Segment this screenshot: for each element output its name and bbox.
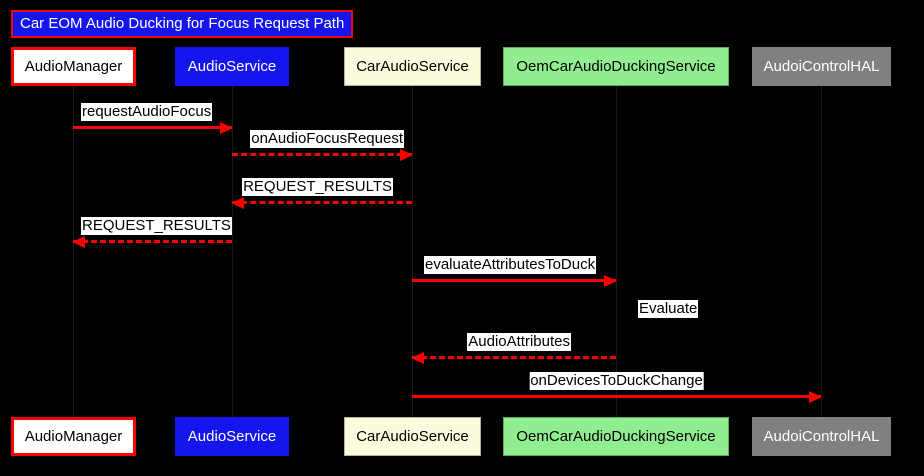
participant-car-audio-service-bottom[interactable]: CarAudioService xyxy=(344,417,481,456)
participant-audio-service-top[interactable]: AudioService xyxy=(175,47,289,86)
participant-label: AudoiControlHAL xyxy=(763,428,880,445)
participant-oem-car-audio-ducking-service-bottom[interactable]: OemCarAudioDuckingService xyxy=(503,417,729,456)
participant-label: OemCarAudioDuckingService xyxy=(516,428,716,445)
participant-oem-car-audio-ducking-service-top[interactable]: OemCarAudioDuckingService xyxy=(503,47,729,86)
message-label: onAudioFocusRequest xyxy=(250,130,404,148)
message-label: REQUEST_RESULTS xyxy=(81,217,232,235)
participant-audoi-control-hal-top[interactable]: AudoiControlHAL xyxy=(752,47,891,86)
message-label: requestAudioFocus xyxy=(81,103,213,121)
participant-label: AudioManager xyxy=(24,428,123,445)
participant-label: AudoiControlHAL xyxy=(763,58,880,75)
participant-label: AudioService xyxy=(187,428,277,445)
lifeline-audio-manager xyxy=(73,86,74,417)
participant-label: OemCarAudioDuckingService xyxy=(516,58,716,75)
message-line xyxy=(73,126,232,129)
lifeline-car-audio-service xyxy=(412,86,413,417)
message-label: REQUEST_RESULTS xyxy=(242,178,393,196)
message-line xyxy=(73,240,232,243)
lifeline-oem-car-audio-ducking-service xyxy=(616,86,617,417)
message-label: onDevicesToDuckChange xyxy=(529,372,704,390)
lifeline-audio-service xyxy=(232,86,233,417)
message-line xyxy=(412,395,821,398)
message-line xyxy=(232,153,412,156)
participant-car-audio-service-top[interactable]: CarAudioService xyxy=(344,47,481,86)
participant-label: CarAudioService xyxy=(356,58,469,75)
participant-label: AudioService xyxy=(187,58,277,75)
message-label: AudioAttributes xyxy=(467,333,571,351)
lifeline-audoi-control-hal xyxy=(821,86,822,417)
arrow-left-icon xyxy=(72,236,85,248)
diagram-title: Car EOM Audio Ducking for Focus Request … xyxy=(11,10,354,38)
arrow-right-icon xyxy=(220,122,233,134)
note-evaluate: Evaluate xyxy=(638,300,699,318)
participant-label: CarAudioService xyxy=(356,428,469,445)
message-line xyxy=(232,201,412,204)
participant-audio-manager-bottom[interactable]: AudioManager xyxy=(11,417,136,456)
arrow-left-icon xyxy=(411,352,424,364)
message-line xyxy=(412,279,616,282)
message-label: evaluateAttributesToDuck xyxy=(424,256,597,274)
arrow-right-icon xyxy=(809,391,822,403)
arrow-left-icon xyxy=(231,197,244,209)
participant-label: AudioManager xyxy=(24,58,123,75)
participant-audio-service-bottom[interactable]: AudioService xyxy=(175,417,289,456)
participant-audoi-control-hal-bottom[interactable]: AudoiControlHAL xyxy=(752,417,891,456)
participant-audio-manager-top[interactable]: AudioManager xyxy=(11,47,136,86)
message-line xyxy=(412,356,616,359)
arrow-right-icon xyxy=(400,149,413,161)
arrow-right-icon xyxy=(604,275,617,287)
